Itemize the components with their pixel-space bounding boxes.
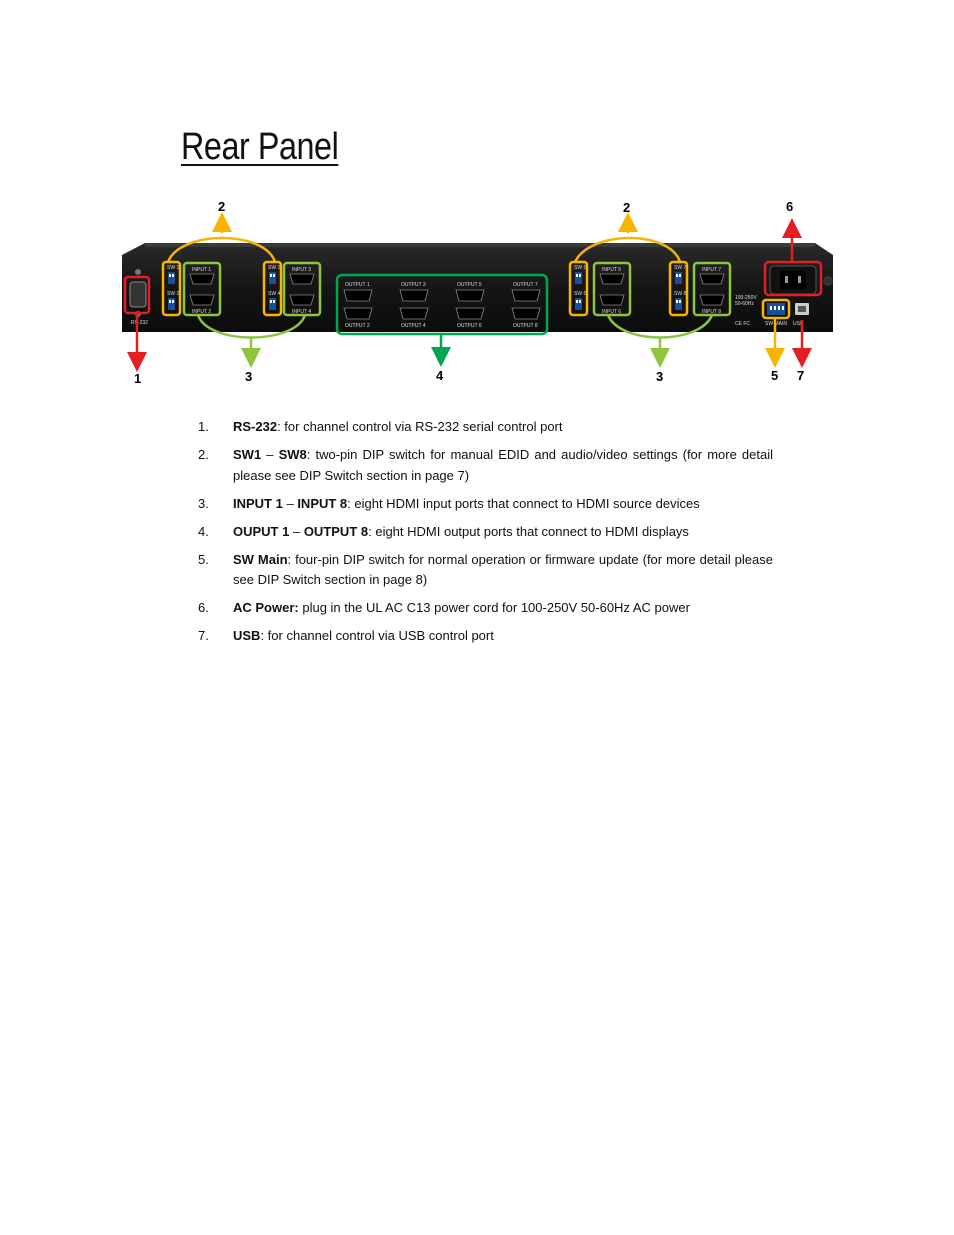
sw-right-highlight-b	[668, 260, 689, 317]
device-chassis	[122, 243, 833, 332]
sw-label: SW 2	[167, 291, 179, 297]
output-label: OUTPUT 3	[401, 282, 426, 288]
output-label: OUTPUT 2	[345, 323, 370, 329]
hdmi-input-8: INPUT 8	[699, 294, 725, 315]
output-label: OUTPUT 4	[401, 323, 426, 329]
voltage-label: 100-250V	[735, 295, 757, 301]
hdmi-output-5: OUTPUT 2	[343, 307, 373, 329]
input-label: INPUT 5	[602, 267, 621, 273]
sw-right-arc	[573, 236, 682, 263]
sw-label: SW 6	[574, 291, 586, 297]
dip-switch-sw7: SW 7	[674, 265, 686, 284]
callout-2-left: 2	[218, 199, 225, 214]
rs232-label: RS-232	[131, 320, 148, 326]
input-label: INPUT 2	[192, 309, 211, 315]
dip-switch-sw2: SW 2	[167, 291, 179, 310]
list-item: 3.INPUT 1 – INPUT 8: eight HDMI input po…	[198, 495, 700, 511]
input-label: INPUT 6	[602, 309, 621, 315]
input-label: INPUT 3	[292, 267, 311, 273]
hdmi-output-6: OUTPUT 4	[399, 307, 429, 329]
hdmi-output-1: OUTPUT 1	[343, 282, 373, 302]
dip-switches: SW 1 SW 2 SW 3 SW 4 SW 5 SW 6 SW 7 SW 8	[167, 265, 686, 310]
dip-switch-sw5: SW 5	[574, 265, 586, 284]
dip-switch-sw1: SW 1	[167, 265, 179, 284]
list-item: 1.RS-232: for channel control via RS-232…	[198, 419, 563, 434]
dip-switch-sw8: SW 8	[674, 291, 686, 310]
hdmi-output-3: OUTPUT 5	[455, 282, 485, 302]
dip-switch-sw3: SW 3	[268, 265, 280, 284]
input-left-highlight-b	[282, 261, 322, 317]
list-item: 4.OUPUT 1 – OUTPUT 8: eight HDMI output …	[198, 523, 689, 539]
sw-left-highlight-b	[262, 260, 283, 317]
output-label: OUTPUT 6	[457, 323, 482, 329]
list-item: 7.USB: for channel control via USB contr…	[198, 628, 494, 643]
hdmi-input-6: INPUT 6	[599, 294, 625, 315]
hdmi-output-4: OUTPUT 7	[511, 282, 541, 302]
sw-label: SW 5	[574, 265, 586, 271]
feature-list: 1.RS-232: for channel control via RS-232…	[198, 417, 773, 654]
callout-7: 7	[797, 368, 804, 383]
svg-text:CE FC: CE FC	[735, 321, 750, 327]
sw-left-arc	[166, 236, 277, 263]
hdmi-input-3: INPUT 3	[289, 267, 315, 285]
sw-label: SW 3	[268, 265, 280, 271]
dip-switch-sw4: SW 4	[268, 291, 280, 310]
ac-power-inlet: 100-250V 50-60Hz CE FC	[735, 265, 833, 327]
sw-label: SW 8	[674, 291, 686, 297]
hdmi-input-1: INPUT 1	[189, 267, 215, 285]
input-label: INPUT 8	[702, 309, 721, 315]
hdmi-outputs: OUTPUT 1 OUTPUT 3 OUTPUT 5 OUTPUT 7 OUTPUT 2…	[343, 282, 541, 329]
callout-3-right: 3	[656, 369, 663, 384]
sw-label: SW 4	[268, 291, 280, 297]
page-title: Rear Panel	[181, 126, 339, 168]
hdmi-inputs: INPUT 1 INPUT 2 INPUT 3 INPUT 4 INPUT 5 INPUT…	[189, 267, 725, 315]
frequency-label: 50-60Hz	[735, 301, 754, 307]
dip-switch-sw6: SW 6	[574, 291, 586, 310]
callout-3-left: 3	[245, 369, 252, 384]
output-label: OUTPUT 7	[513, 282, 538, 288]
hdmi-input-7: INPUT 7	[699, 267, 725, 285]
input-label: INPUT 4	[292, 309, 311, 315]
hdmi-input-5: INPUT 5	[599, 267, 625, 285]
output-label: OUTPUT 5	[457, 282, 482, 288]
sw-right-highlight-a	[568, 260, 589, 317]
hdmi-input-4: INPUT 4	[289, 294, 315, 315]
hdmi-input-2: INPUT 2	[189, 294, 215, 315]
usb-label: USB	[793, 321, 804, 327]
input-right-highlight-a	[592, 261, 632, 317]
input-left-highlight-a	[182, 261, 222, 317]
callout-2-right: 2	[623, 200, 630, 215]
rs232-port: RS-232	[129, 269, 148, 326]
hdmi-output-8: OUTPUT 8	[511, 307, 541, 329]
input-label: INPUT 1	[192, 267, 211, 273]
callout-4: 4	[436, 368, 444, 383]
chassis-top-edge	[145, 243, 815, 247]
hdmi-output-2: OUTPUT 3	[399, 282, 429, 302]
input-label: INPUT 7	[702, 267, 721, 273]
sw-label: SW 7	[674, 265, 686, 271]
hdmi-output-7: OUTPUT 6	[455, 307, 485, 329]
callout-6: 6	[786, 199, 793, 214]
usb-port: USB	[793, 303, 809, 327]
output-label: OUTPUT 8	[513, 323, 538, 329]
output-label: OUTPUT 1	[345, 282, 370, 288]
list-item: 2.SW1 – SW8: two-pin DIP switch for manu…	[198, 447, 773, 483]
rear-panel-figure: RS-232 SW 1SW 2SW 3SW 4SW 5SW 6SW 7SW 8 …	[122, 199, 833, 386]
callout-5: 5	[771, 368, 778, 383]
list-item: 6.AC Power: plug in the UL AC C13 power …	[198, 600, 690, 615]
callout-1: 1	[134, 371, 141, 386]
sw-label: SW 1	[167, 265, 179, 271]
list-item: 5.SW Main: four-pin DIP switch for norma…	[198, 551, 773, 588]
sw-left-highlight-a	[161, 260, 182, 317]
